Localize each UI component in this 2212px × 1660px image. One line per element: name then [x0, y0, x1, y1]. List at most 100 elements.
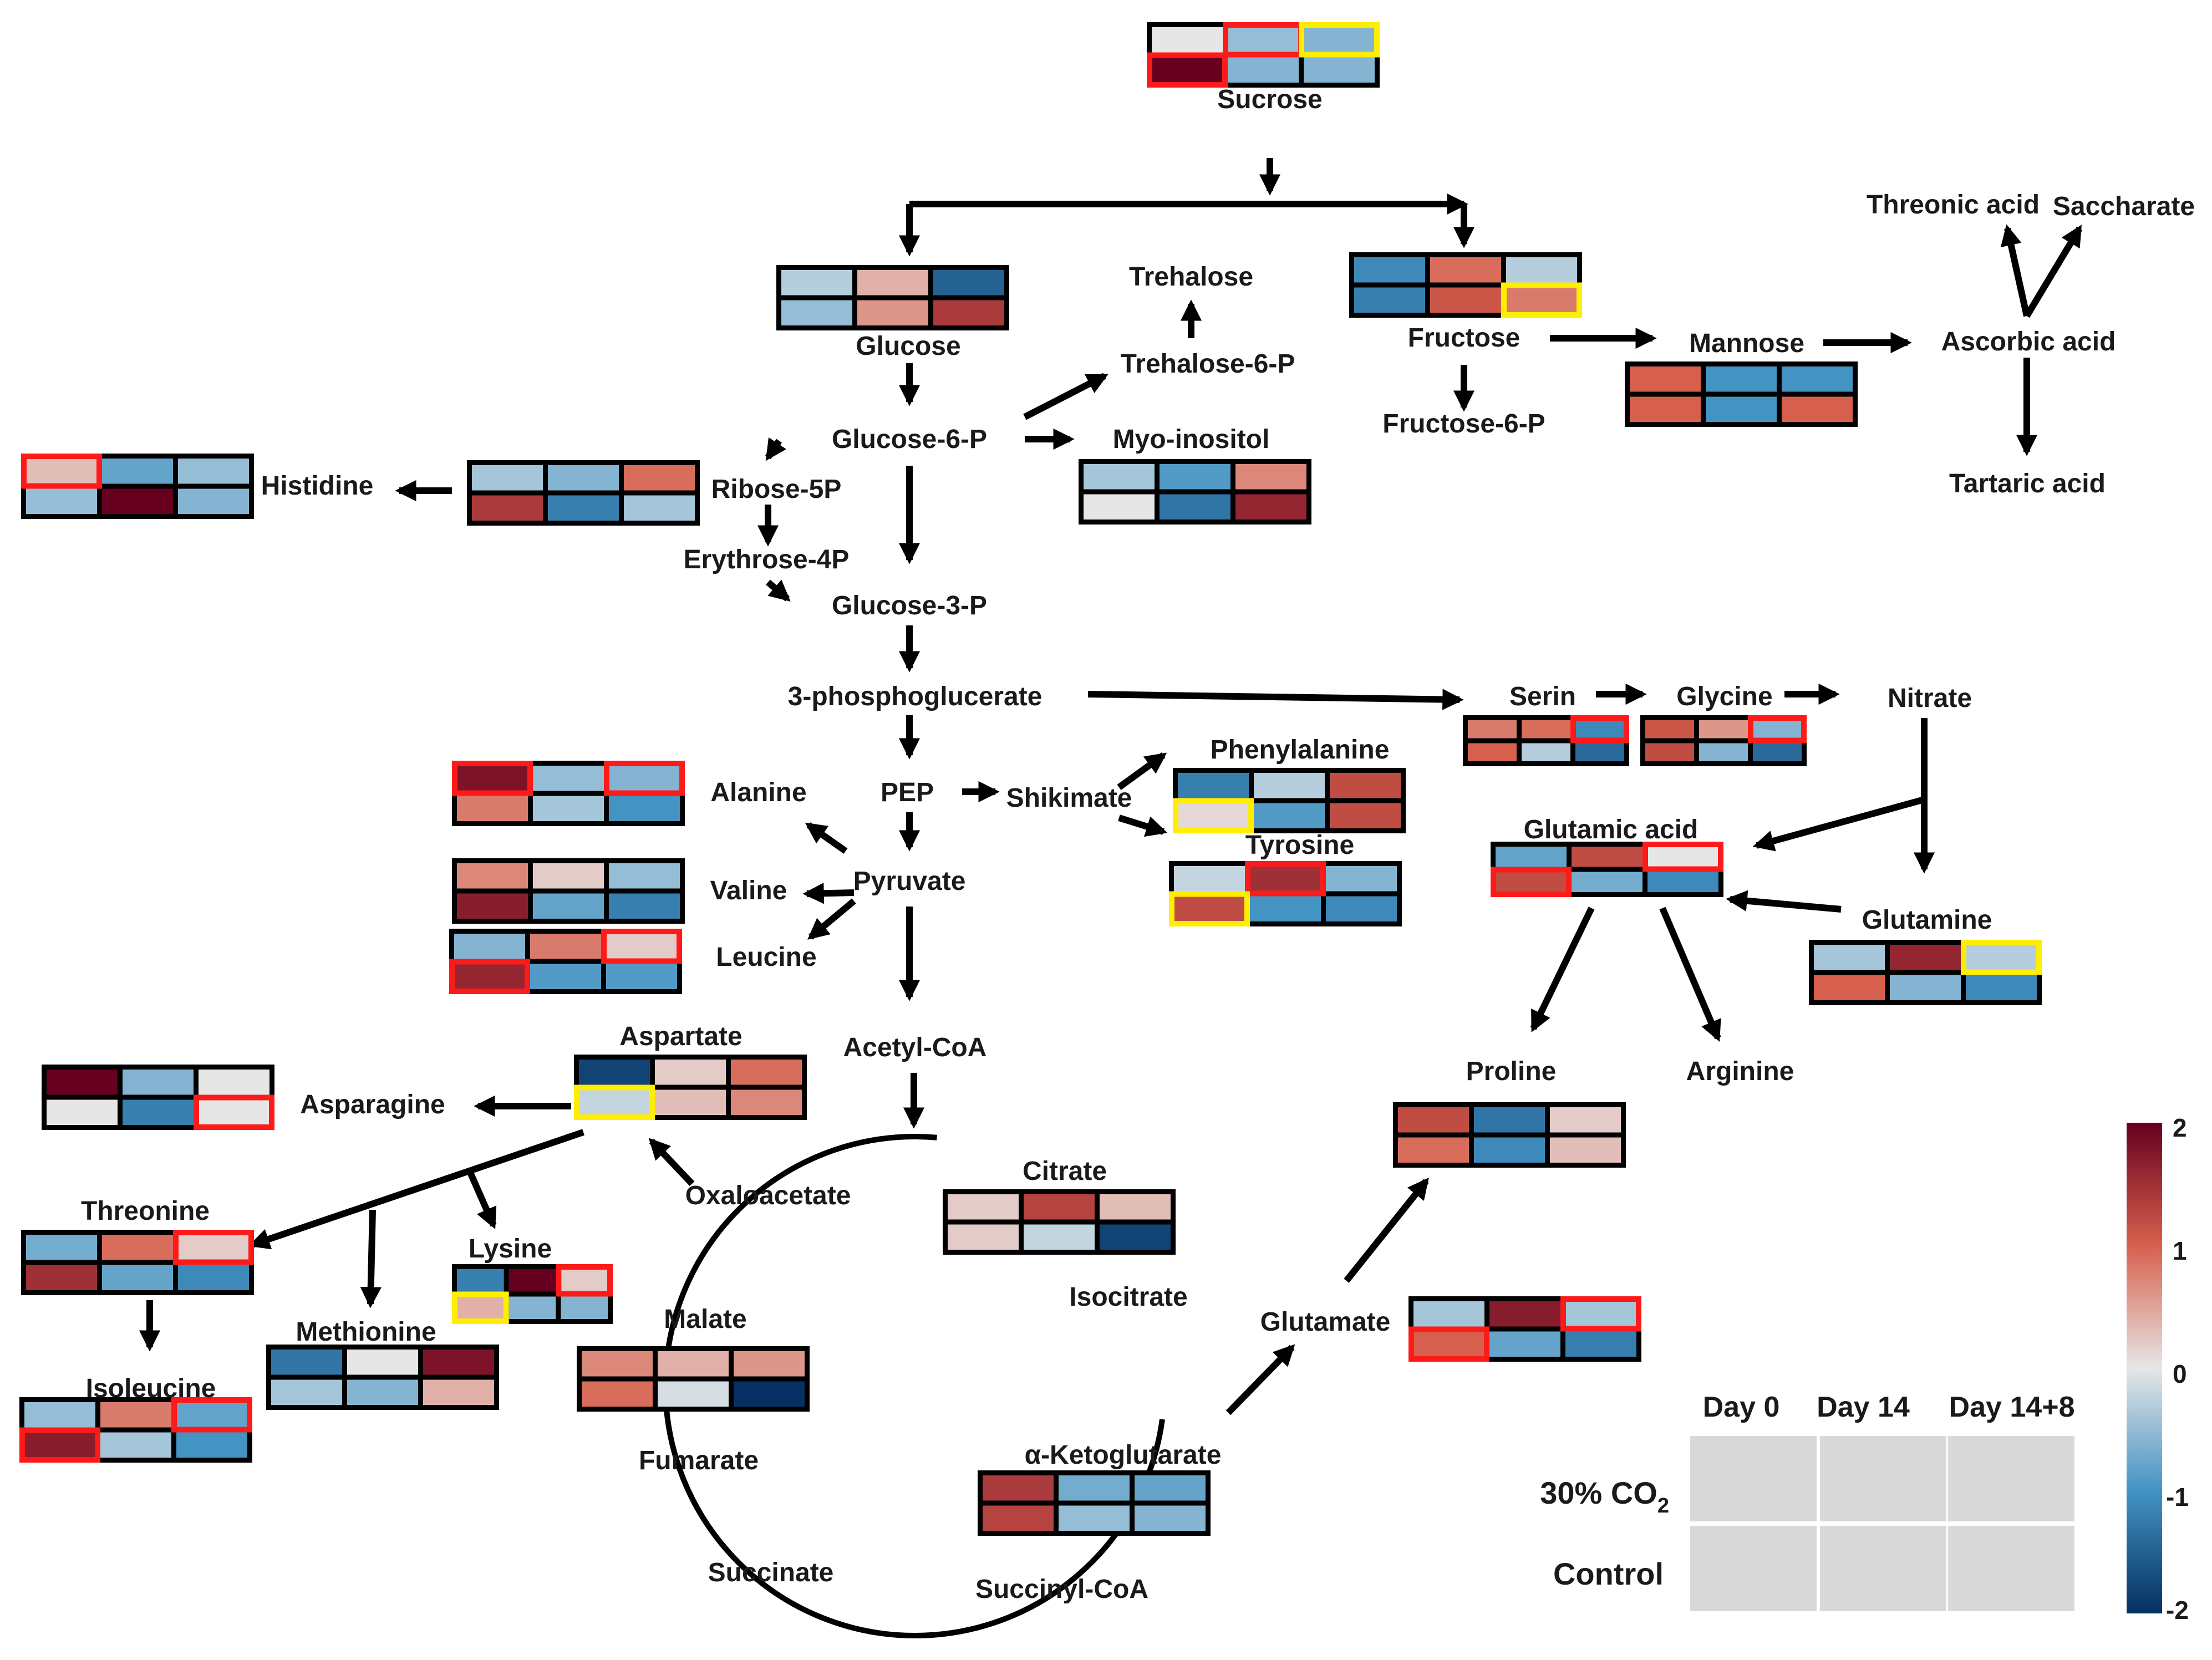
- heatmap-cell: [624, 495, 695, 521]
- legend: Day 0 Day 14 Day 14+8 30% CO2 Control: [1540, 1391, 2074, 1611]
- label-arginine: Arginine: [1686, 1057, 1794, 1086]
- heatmap-cell: [1160, 494, 1230, 520]
- highlight-red: [449, 959, 530, 994]
- heatmap-cell: [472, 465, 543, 491]
- heatmap-cell: [609, 796, 680, 821]
- legend-cells: [1690, 1436, 2074, 1611]
- label-erythrose4p: Erythrose-4P: [684, 545, 850, 574]
- heatmap-cell: [1304, 57, 1375, 83]
- heatmap-cell: [548, 495, 619, 521]
- heatmap-sucrose: [1147, 22, 1380, 88]
- heatmap-cell: [1235, 464, 1306, 490]
- heatmap-cell: [1354, 287, 1425, 313]
- label-mannose: Mannose: [1689, 329, 1804, 358]
- label-serin: Serin: [1509, 682, 1576, 711]
- label-sucrose: Sucrose: [1217, 85, 1322, 114]
- heatmap-cell: [579, 1089, 650, 1115]
- heatmap-cell: [1890, 975, 1961, 1000]
- heatmap-cell: [1152, 57, 1223, 83]
- heatmap-cell: [1522, 743, 1570, 761]
- heatmap-cell: [781, 270, 852, 296]
- label-threonic: Threonic acid: [1867, 190, 2040, 220]
- label-myoinositol: Myo-inositol: [1113, 425, 1270, 454]
- heatmap-cell: [1782, 396, 1853, 422]
- heatmap-lysine: [452, 1264, 613, 1324]
- heatmap-cell: [1550, 1107, 1621, 1133]
- label-asparagine: Asparagine: [300, 1090, 445, 1119]
- pathway-arrows: [139, 158, 2083, 1415]
- label-ribose5p: Ribose-5P: [711, 475, 842, 504]
- highlight-yellow: [452, 1291, 509, 1324]
- heatmap-cell: [1496, 872, 1567, 892]
- heatmap-cell: [1474, 1137, 1545, 1163]
- heatmap-cell: [178, 1265, 249, 1290]
- heatmap-cell: [457, 863, 528, 889]
- heatmap-cell: [606, 934, 677, 959]
- heatmap-cell: [271, 1379, 342, 1405]
- label-isoleucine: Isoleucine: [86, 1374, 216, 1403]
- heatmap-cell: [176, 1402, 247, 1428]
- highlight-red: [1408, 1326, 1489, 1362]
- heatmap-cell: [609, 863, 680, 889]
- heatmap-cell: [1489, 1331, 1560, 1357]
- legend-row-control: Control: [1553, 1556, 1664, 1591]
- heatmap-cell: [1474, 1107, 1545, 1133]
- heatmap-cell: [561, 1296, 608, 1319]
- heatmap-fructose: [1349, 252, 1582, 318]
- arrow: [1087, 689, 1464, 710]
- heatmap-cell: [1506, 257, 1577, 283]
- heatmap-cell: [178, 459, 249, 484]
- label-fructose6p: Fructose-6-P: [1382, 409, 1545, 439]
- heatmap-mannose: [1625, 361, 1858, 427]
- heatmap-cell: [1413, 1301, 1484, 1327]
- heatmap-cell: [1250, 866, 1321, 892]
- heatmap-cell: [1174, 896, 1245, 921]
- heatmap-cell: [1782, 366, 1853, 392]
- heatmap-cell: [100, 1402, 171, 1428]
- label-nitrate: Nitrate: [1888, 684, 1972, 713]
- heatmap-cell: [1178, 803, 1249, 828]
- heatmap-cell: [533, 863, 604, 889]
- heatmap-cell: [582, 1351, 653, 1377]
- heatmap-boxes: [19, 22, 2042, 1536]
- heatmap-cell: [1575, 743, 1624, 761]
- heatmap-serin: [1463, 715, 1629, 766]
- arrow: [1226, 1344, 1295, 1415]
- label-glutamine: Glutamine: [1862, 905, 1992, 935]
- heatmap-cell: [1814, 975, 1885, 1000]
- heatmap-glutamate: [1408, 1296, 1641, 1362]
- heatmap-asparagine: [42, 1065, 274, 1130]
- heatmap-cell: [1496, 847, 1567, 867]
- heatmap-cell: [1550, 1137, 1621, 1163]
- colorbar-gradient: [2127, 1123, 2162, 1613]
- heatmap-cell: [347, 1350, 418, 1375]
- label-succinylcoa: Succinyl-CoA: [975, 1575, 1148, 1604]
- heatmap-cell: [1254, 773, 1325, 798]
- arrow: [1726, 890, 1842, 913]
- heatmap-cell: [24, 1432, 95, 1458]
- heatmap-cell: [1059, 1475, 1130, 1501]
- colorbar-tick-m2: -2: [2166, 1596, 2189, 1625]
- heatmap-cell: [423, 1379, 494, 1405]
- heatmap-cell: [26, 459, 97, 484]
- arrow: [1344, 1178, 1429, 1283]
- heatmap-threonine: [21, 1230, 254, 1295]
- legend-cell: [1820, 1526, 1946, 1611]
- label-phosphoglycerate: 3-phosphoglucerate: [788, 682, 1043, 711]
- heatmap-cell: [102, 1235, 173, 1260]
- highlight-red: [604, 761, 685, 796]
- heatmap-cell: [199, 1099, 269, 1125]
- heatmap-cell: [102, 488, 173, 514]
- legend-row-co2: 30% CO2: [1540, 1475, 1669, 1518]
- label-tyrosine: Tyrosine: [1245, 831, 1355, 860]
- label-pyruvate: Pyruvate: [853, 867, 966, 896]
- heatmap-cell: [102, 1265, 173, 1290]
- heatmap-cell: [1706, 366, 1777, 392]
- heatmap-methionine: [266, 1345, 499, 1410]
- heatmap-cell: [1100, 1194, 1171, 1220]
- heatmap-cell: [178, 488, 249, 514]
- heatmap-citrate: [943, 1189, 1176, 1255]
- heatmap-cell: [1024, 1224, 1095, 1250]
- heatmap-cell: [47, 1099, 118, 1125]
